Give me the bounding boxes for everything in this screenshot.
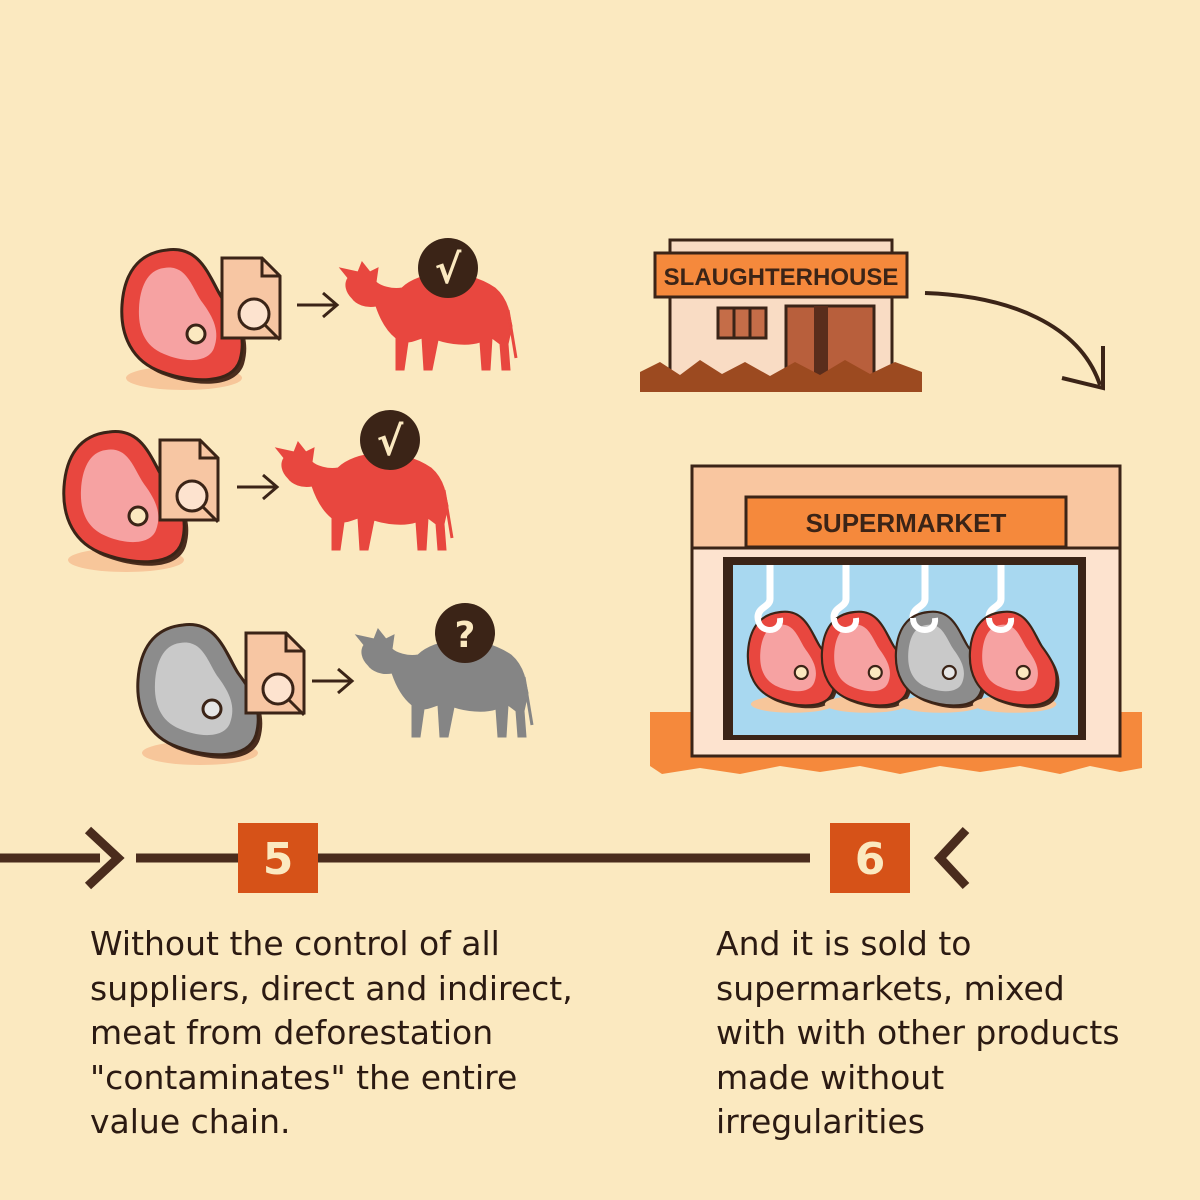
step-5-description: Without the control of all suppliers, di… [90,924,573,1141]
supermarket-label: SUPERMARKET [806,508,1007,538]
timeline-arrow-icon [84,826,125,890]
step-6-badge: 6 [830,823,910,893]
verified-mark: √ [377,419,404,465]
cattle-row-2: √ [62,410,454,574]
step-6-description: And it is sold to supermarkets, mixed wi… [716,924,1120,1141]
arrow-icon [295,291,339,319]
supermarket-building: SUPERMARKET [650,464,1142,774]
timeline: 5 6 [0,823,970,893]
question-mark-icon: ? [435,603,495,663]
cattle-row-3: ? [136,603,534,767]
step-6-number: 6 [855,834,886,885]
slaughterhouse-sign [653,251,909,299]
checkmark-icon: √ [418,238,478,298]
document-search-icon [244,631,306,717]
arrow-icon [310,667,354,695]
supermarket-sign [744,495,1068,549]
step-5-number: 5 [263,834,294,885]
timeline-chevron-icon [933,826,970,890]
checkmark-icon: √ [360,410,420,470]
document-search-icon [220,256,282,342]
verified-mark: √ [435,247,462,293]
step-5-badge: 5 [238,823,318,893]
gray-meat-icon [136,623,264,767]
slaughterhouse-label: SLAUGHTERHOUSE [664,264,899,291]
unknown-mark: ? [455,615,476,656]
window-icon [716,306,768,340]
arrow-icon [235,473,279,501]
document-search-icon [158,438,220,524]
curved-arrow-icon [924,291,1105,391]
slaughterhouse-building: SLAUGHTERHOUSE [640,238,922,392]
ground-grass [640,360,922,392]
red-cow-icon [274,440,454,552]
cattle-row-1: √ [120,238,518,392]
